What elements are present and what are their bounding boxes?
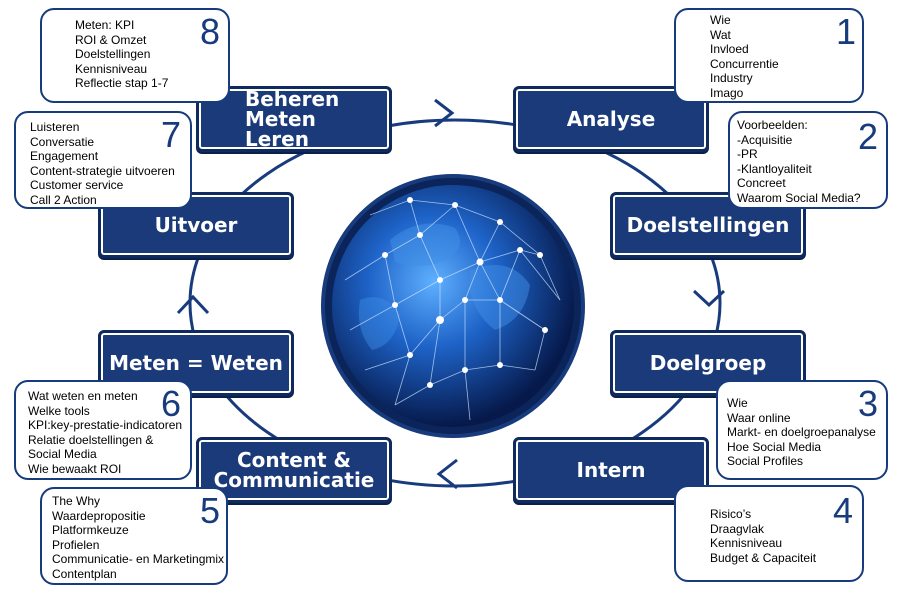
info-box-1-line: Invloed — [710, 42, 749, 57]
info-box-6-line: Welke tools — [28, 403, 90, 418]
info-box-2: Voorbeelden: -Acquisitie -PR -Klantloyal… — [728, 111, 888, 209]
info-box-7-line: Customer service — [30, 178, 124, 193]
step-number-2: 2 — [858, 116, 879, 157]
step-number-6: 6 — [161, 383, 182, 424]
info-box-1-line: Wie — [710, 13, 731, 27]
info-box-2-line: -Acquisitie — [737, 132, 793, 147]
info-box-3: Wie Waar online Markt- en doelgroepanaly… — [716, 380, 888, 480]
step-number-1: 1 — [836, 11, 857, 52]
info-box-5-line: Platformkeuze — [52, 523, 129, 538]
step-number-4: 4 — [833, 490, 854, 531]
stage-content-communicatie: Content & Communicatie — [196, 437, 392, 503]
info-box-6-line: Relatie doelstellingen & — [28, 432, 154, 447]
info-box-2-line: Concreet — [737, 176, 786, 191]
info-box-3-line: Social Profiles — [727, 454, 804, 469]
info-box-7-line: Call 2 Action — [30, 192, 97, 207]
info-box-1-line: Wat — [710, 27, 731, 42]
info-box-4-line: Budget & Capaciteit — [710, 550, 817, 565]
info-box-6-line: Social Media — [28, 447, 97, 462]
info-box-8: Meten: KPI ROI & Omzet Doelstellingen Ke… — [40, 8, 230, 103]
info-box-8-line: Doelstellingen — [75, 47, 151, 62]
info-box-6-line: KPI:key-prestatie-indicatoren — [28, 418, 183, 433]
info-box-5-line: Communicatie- en Marketingmix — [52, 552, 225, 567]
info-box-5-line: Waardepropositie — [52, 508, 146, 523]
arrowhead-right — [692, 289, 726, 308]
globe-image — [321, 174, 585, 438]
info-box-3-line: Markt- en doelgroepanalyse — [727, 425, 876, 440]
step-number-5: 5 — [200, 490, 221, 531]
info-box-4-line: Draagvlak — [710, 521, 765, 536]
info-box-8-line: ROI & Omzet — [75, 32, 147, 47]
step-number-7: 7 — [161, 114, 182, 155]
info-box-7-line: Luisteren — [30, 120, 80, 134]
info-box-5-line: The Why — [52, 494, 101, 508]
info-box-7-line: Content-strategie uitvoeren — [30, 163, 175, 178]
info-box-2-line: Waarom Social Media? — [737, 190, 861, 205]
step-number-8: 8 — [200, 11, 221, 52]
info-box-4: Risico’s Draagvlak Kennisniveau Budget &… — [674, 485, 864, 582]
info-box-1-line: Industry — [710, 71, 753, 86]
info-box-8-line: Meten: KPI — [75, 18, 135, 32]
info-box-2-line: -Klantloyaliteit — [737, 161, 812, 176]
stage-beheren-meten-leren: Beheren Meten Leren — [196, 86, 392, 152]
info-box-2-line: Voorbeelden: — [737, 118, 808, 132]
info-box-3-line: Wie — [727, 396, 748, 410]
info-box-7: Luisteren Conversatie Engagement Content… — [14, 111, 192, 209]
info-box-1: Wie Wat Invloed Concurrentie Industry Im… — [674, 8, 864, 103]
arrowhead-left — [176, 294, 210, 315]
info-box-7-line: Engagement — [30, 149, 99, 164]
info-box-5-line: Contentplan — [52, 566, 117, 581]
step-number-3: 3 — [858, 383, 879, 424]
arrowhead-top — [434, 98, 455, 128]
info-box-1-line: Concurrentie — [710, 56, 779, 71]
info-box-4-line: Risico’s — [710, 507, 752, 521]
info-box-1-line: Imago — [710, 85, 744, 100]
info-box-5-line: Profielen — [52, 537, 100, 552]
info-box-3-line: Hoe Social Media — [727, 439, 822, 454]
info-box-4-line: Kennisniveau — [710, 536, 783, 551]
info-box-6-line: Wie bewaakt ROI — [28, 461, 122, 476]
info-box-3-line: Waar online — [727, 410, 791, 425]
info-box-8-line: Kennisniveau — [75, 61, 148, 76]
stage-intern: Intern — [513, 437, 709, 503]
info-box-5: The Why Waardepropositie Platformkeuze P… — [40, 487, 228, 585]
info-box-6-line: Wat weten en meten — [28, 389, 138, 403]
arrowhead-bottom — [436, 458, 458, 490]
info-box-2-line: -PR — [737, 147, 758, 162]
info-box-6: Wat weten en meten Welke tools KPI:key-p… — [14, 380, 192, 480]
info-box-8-line: Reflectie stap 1-7 — [75, 76, 169, 91]
info-box-7-line: Conversatie — [30, 134, 95, 149]
